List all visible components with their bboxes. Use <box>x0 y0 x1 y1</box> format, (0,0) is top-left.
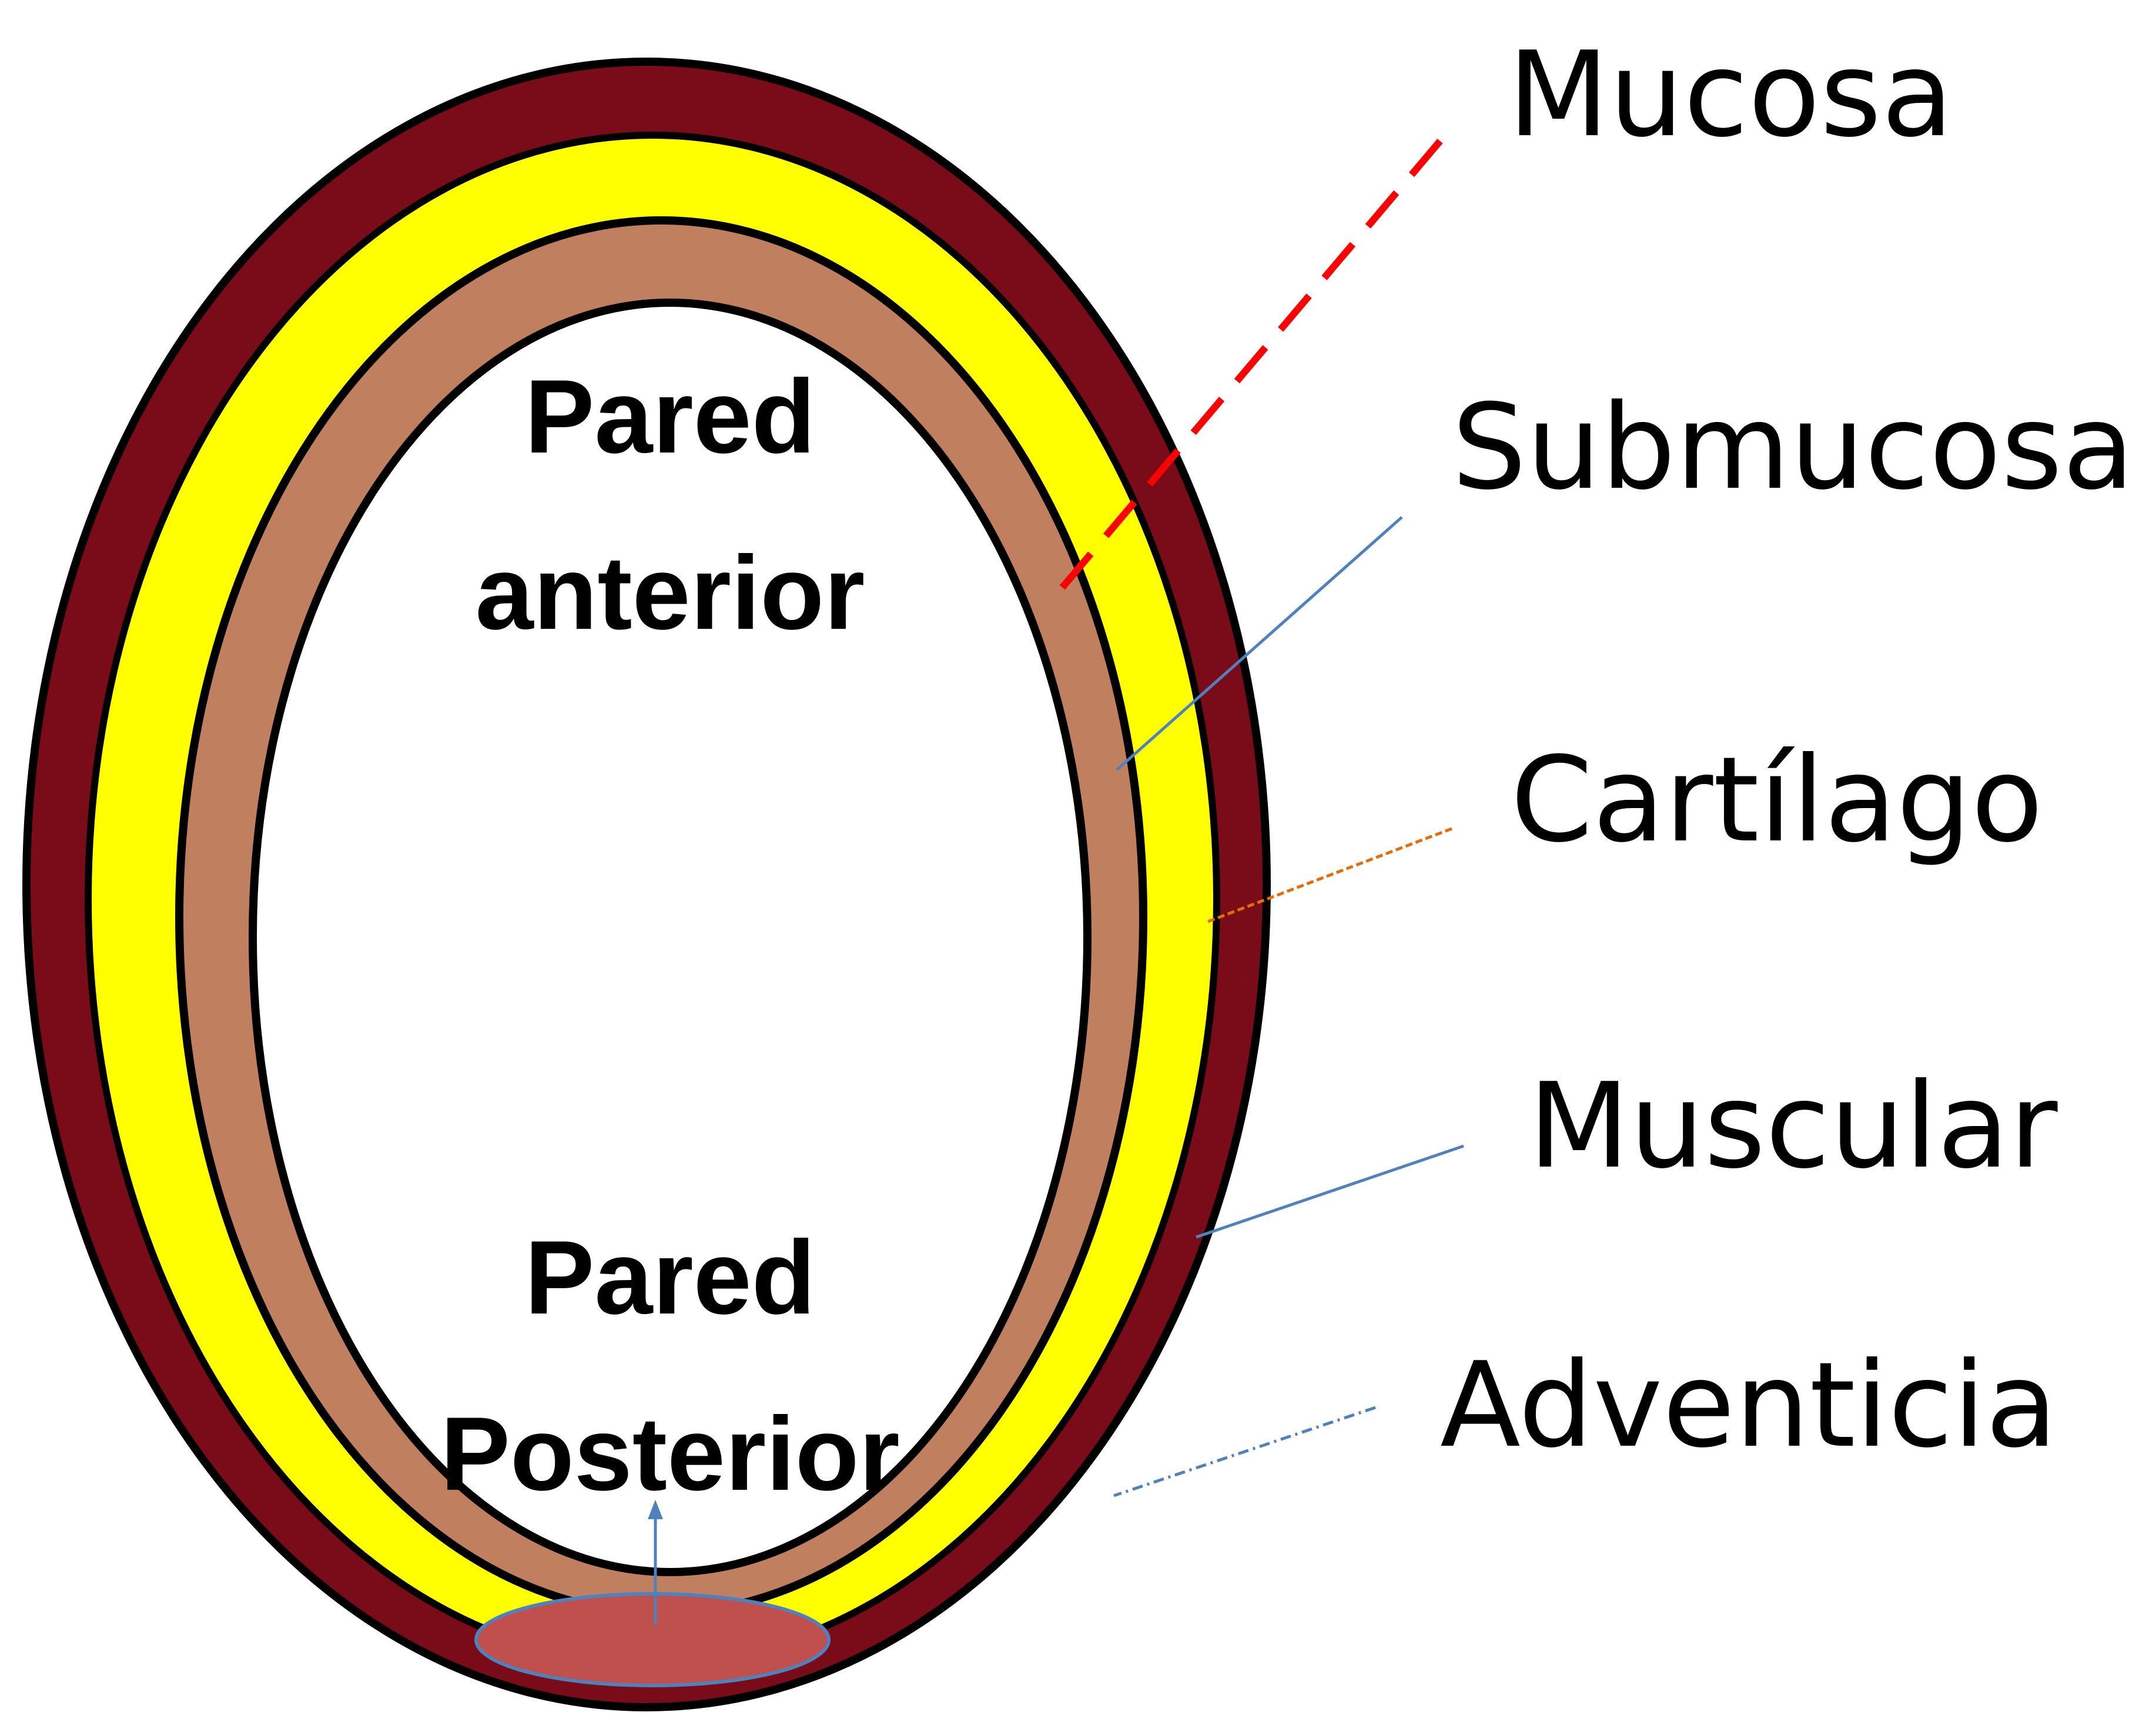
cartilago-label: Cartílago <box>1511 732 2043 869</box>
adventicia-leader-line <box>1114 1408 1375 1496</box>
posterior-wall-label-line2: Posterior <box>440 1395 899 1512</box>
submucosa-label: Submucosa <box>1452 379 2134 516</box>
lumen <box>253 303 1087 1572</box>
anterior-wall-label-line2: anterior <box>476 534 865 651</box>
mucosa-label: Mucosa <box>1508 26 1953 163</box>
muscular-leader-line <box>1196 1146 1464 1237</box>
posterior-wall-spot <box>476 1594 829 1686</box>
muscular-label: Muscular <box>1528 1058 2058 1195</box>
anterior-wall-label-line1: Pared <box>525 358 816 475</box>
posterior-wall-label-line1: Pared <box>525 1219 816 1336</box>
adventicia-label: Adventicia <box>1440 1337 2058 1474</box>
